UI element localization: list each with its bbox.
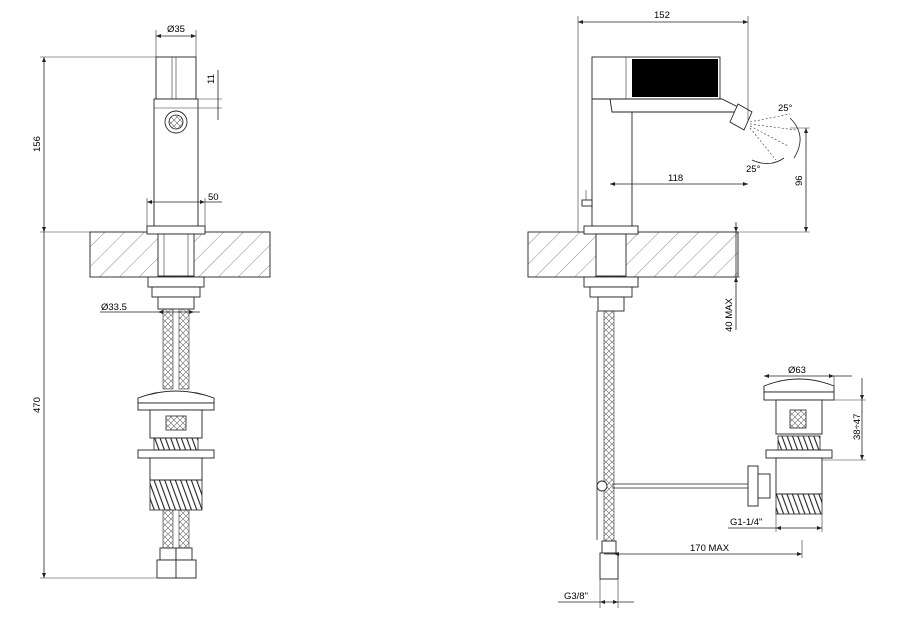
- dim-spout-reach: 118: [668, 173, 683, 184]
- dim-angle-up: 25°: [778, 103, 793, 114]
- dim-angle-down: 25°: [746, 164, 761, 175]
- dim-waste-diameter: Ø63: [788, 365, 806, 376]
- side-view: 152 118 25° 25° 96 40 MAX Ø63 3: [527, 10, 866, 608]
- dim-spout-height: 96: [794, 175, 805, 186]
- dim-shank: Ø33.5: [101, 302, 127, 313]
- dim-rod-length: 170 MAX: [690, 543, 730, 554]
- side-countertop: [527, 231, 739, 278]
- dim-counter-thickness: 40 MAX: [724, 298, 735, 332]
- dim-diameter-top: Ø35: [167, 24, 185, 35]
- dim-waste-thread: G1-1/4": [730, 517, 762, 528]
- dim-lever: 11: [206, 74, 217, 84]
- dim-waste-height: 38÷47: [852, 414, 863, 440]
- dim-hose-length: 470: [32, 397, 43, 413]
- dim-overall-length: 152: [654, 10, 670, 21]
- dim-hose-thread: G3/8": [564, 591, 588, 602]
- dim-body-height: 156: [32, 136, 43, 152]
- dim-body-width: 50: [208, 192, 219, 203]
- front-view: Ø35 11 156 50 Ø33.5 470: [32, 24, 271, 579]
